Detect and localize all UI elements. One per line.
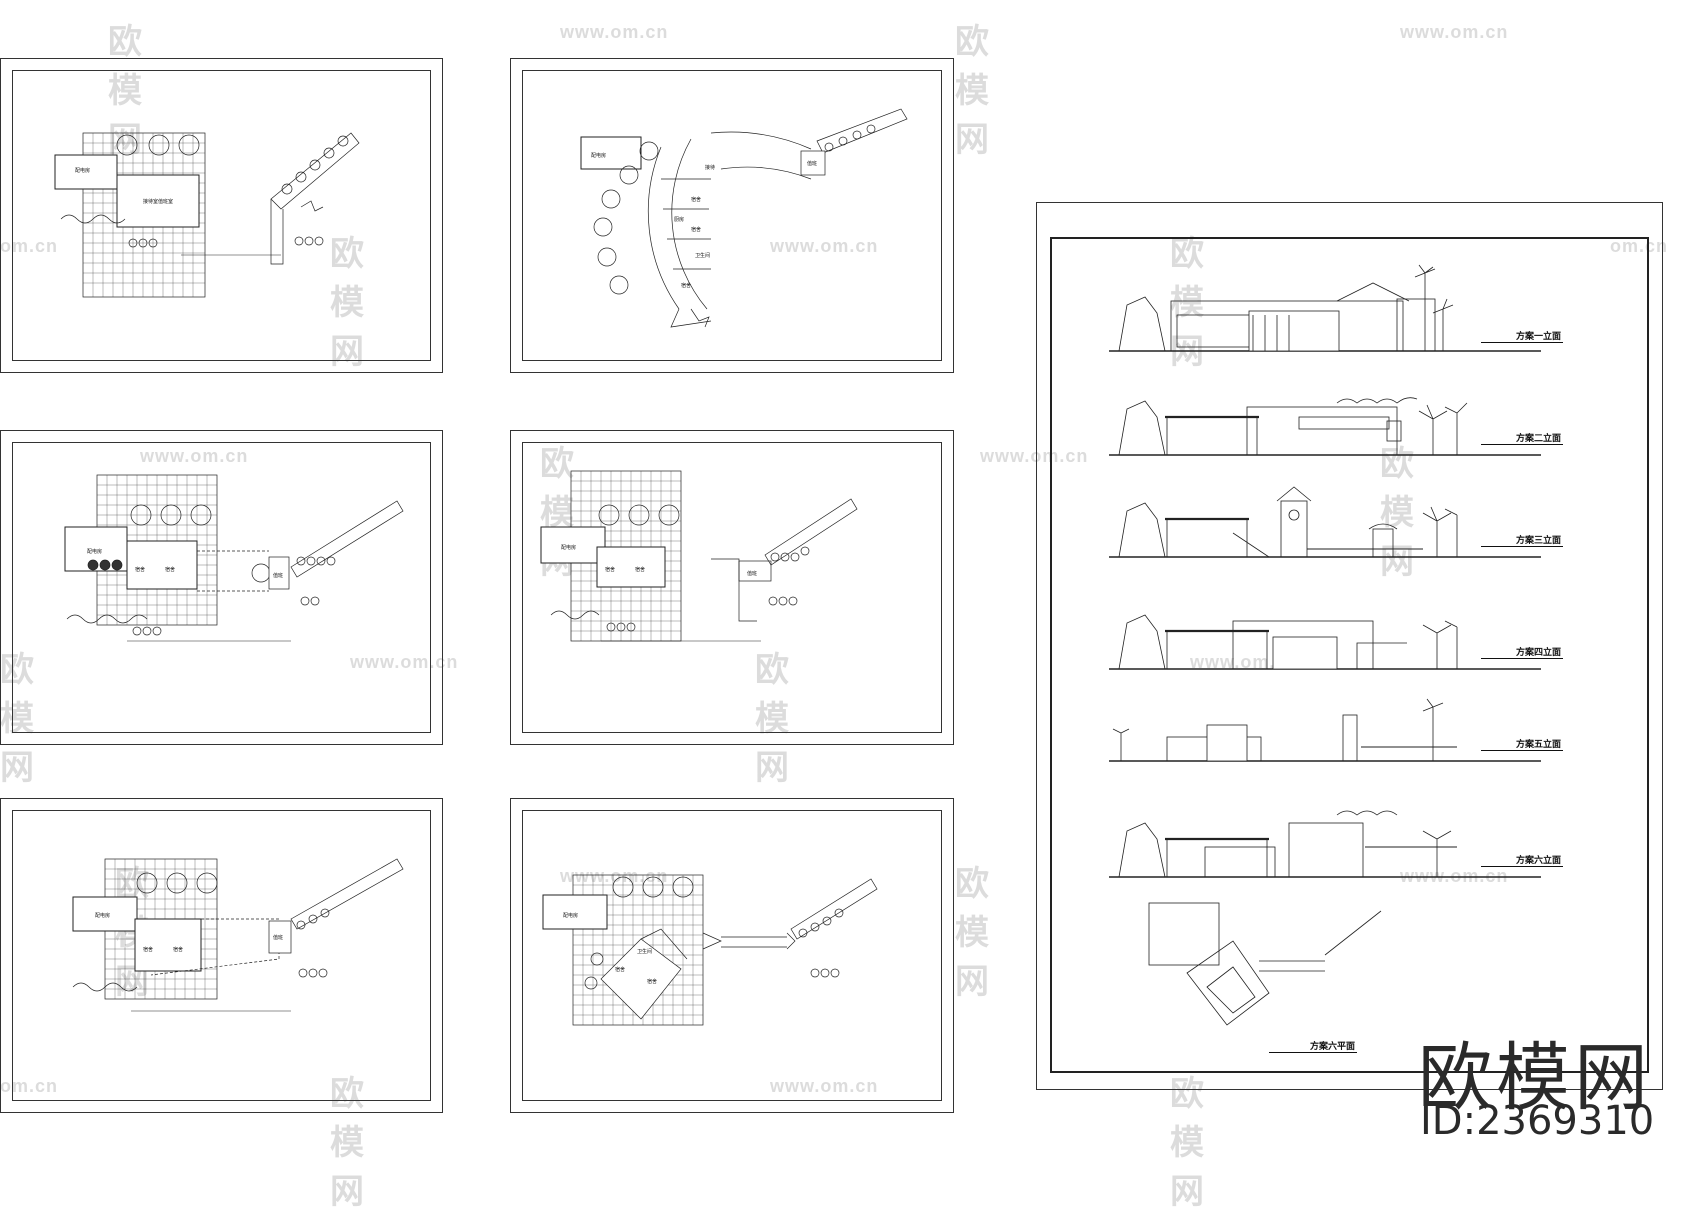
room-label: 宿舍 (647, 978, 657, 985)
room-label: 宿舍 (605, 566, 615, 573)
room-label: 宿舍 (135, 566, 145, 573)
watermark-url: www.om.cn (770, 236, 879, 256)
plan-sheet-frame (522, 70, 942, 361)
room-label: 宿舍 (143, 946, 153, 953)
room-label: 值班 (747, 570, 757, 577)
room-label: 配电房 (87, 548, 102, 555)
room-label: 接待室值班室 (143, 198, 173, 205)
model-id: ID:2369310 (1420, 1098, 1655, 1144)
watermark-url: www.om.cn (1400, 22, 1509, 42)
watermark-url: www.om.cn (770, 1076, 879, 1096)
room-label: 值班 (273, 934, 283, 941)
room-label: 配电房 (75, 167, 90, 174)
room-label: 宿舍 (615, 966, 625, 973)
plan-sheet-frame (12, 442, 431, 733)
plan-sheet-6: 配电房 卫生间 宿舍 宿舍 (510, 798, 954, 1113)
watermark-brand: 欧模网 (1170, 235, 1205, 371)
plan-drawing: 配电房 接待 宿舍 厨房 宿舍 卫生间 宿舍 值班 (580, 108, 908, 328)
plan-sheet-2: 配电房 接待 宿舍 厨房 宿舍 卫生间 宿舍 值班 (510, 58, 954, 373)
elevation-sheet-frame (1050, 237, 1649, 1073)
room-label: 宿舍 (681, 282, 691, 289)
plan-drawing: 配电房 宿舍 宿舍 值班 (72, 858, 404, 1012)
watermark-brand: 欧模网 (330, 235, 365, 371)
elevation-sheet: 方案一立面 方案二立面 方案三立面 方案四立面 方案五立面 方案六立面 方案六平… (1036, 202, 1663, 1090)
watermark-url: www.om.cn (560, 866, 669, 886)
elevation-drawings (1109, 264, 1541, 1026)
elevation-label-3: 方案三立面 (1481, 533, 1563, 547)
room-label: 宿舍 (691, 196, 701, 203)
elevation-label-6: 方案六立面 (1481, 853, 1563, 867)
room-label: 接待 (705, 164, 715, 171)
plan-sheet-3: 配电房 宿舍 宿舍 值班 (0, 430, 443, 745)
elevation-label-2: 方案二立面 (1481, 431, 1563, 445)
room-label: 厨房 (674, 216, 684, 223)
watermark-brand: 欧模网 (955, 23, 990, 159)
plan-sheet-4: 配电房 宿舍 宿舍 值班 (510, 430, 954, 745)
room-label: 宿舍 (691, 226, 701, 233)
room-label: 卫生间 (637, 948, 652, 955)
plan-sheet-frame (522, 442, 942, 733)
watermark-url-fragment: om.cn (1610, 236, 1669, 256)
room-label: 宿舍 (173, 946, 183, 953)
watermark-url-fragment: om.cn (0, 236, 59, 256)
brand-logo-text: 欧模网 (1418, 1035, 1652, 1121)
plan-drawing: 配电房 宿舍 宿舍 值班 (540, 470, 858, 642)
watermark-brand: 欧模网 (108, 23, 143, 159)
room-label: 宿舍 (165, 566, 175, 573)
plan-drawing: 配电房 宿舍 宿舍 值班 (64, 474, 404, 642)
watermark-url-fragment: om.cn (0, 1076, 59, 1096)
plan-six-label: 方案六平面 (1269, 1039, 1357, 1053)
watermark-url: www.om.cn (1190, 652, 1299, 672)
plan-sheet-5: 配电房 宿舍 宿舍 值班 (0, 798, 443, 1113)
elevation-label-1: 方案一立面 (1481, 329, 1563, 343)
watermark-brand-fragment: 欧模网 (0, 651, 35, 787)
plan-sheet-frame (12, 810, 431, 1101)
plan-sheet-frame (522, 810, 942, 1101)
watermark-url: www.om.cn (1400, 866, 1509, 886)
room-label: 配电房 (591, 152, 606, 159)
plan-sheet-frame (12, 70, 431, 361)
watermark-url: www.om.cn (560, 22, 669, 42)
plan-drawing: 配电房 接待室值班室 (54, 132, 360, 298)
room-label: 宿舍 (635, 566, 645, 573)
room-label: 配电房 (563, 912, 578, 919)
room-label: 配电房 (95, 912, 110, 919)
watermark-brand: 欧模网 (955, 865, 990, 1001)
watermark-brand: 欧模网 (755, 651, 790, 787)
watermark-url: www.om.cn (140, 446, 249, 466)
plan-sheet-1: 配电房 接待室值班室 (0, 58, 443, 373)
elevation-label-4: 方案四立面 (1481, 645, 1563, 659)
room-label: 值班 (273, 572, 283, 579)
room-label: 值班 (807, 160, 817, 167)
elevation-label-5: 方案五立面 (1481, 737, 1563, 751)
room-label: 配电房 (561, 544, 576, 551)
watermark-url: www.om.cn (980, 446, 1089, 466)
room-label: 卫生间 (695, 252, 710, 259)
plan-drawing: 配电房 卫生间 宿舍 宿舍 (542, 874, 878, 1026)
